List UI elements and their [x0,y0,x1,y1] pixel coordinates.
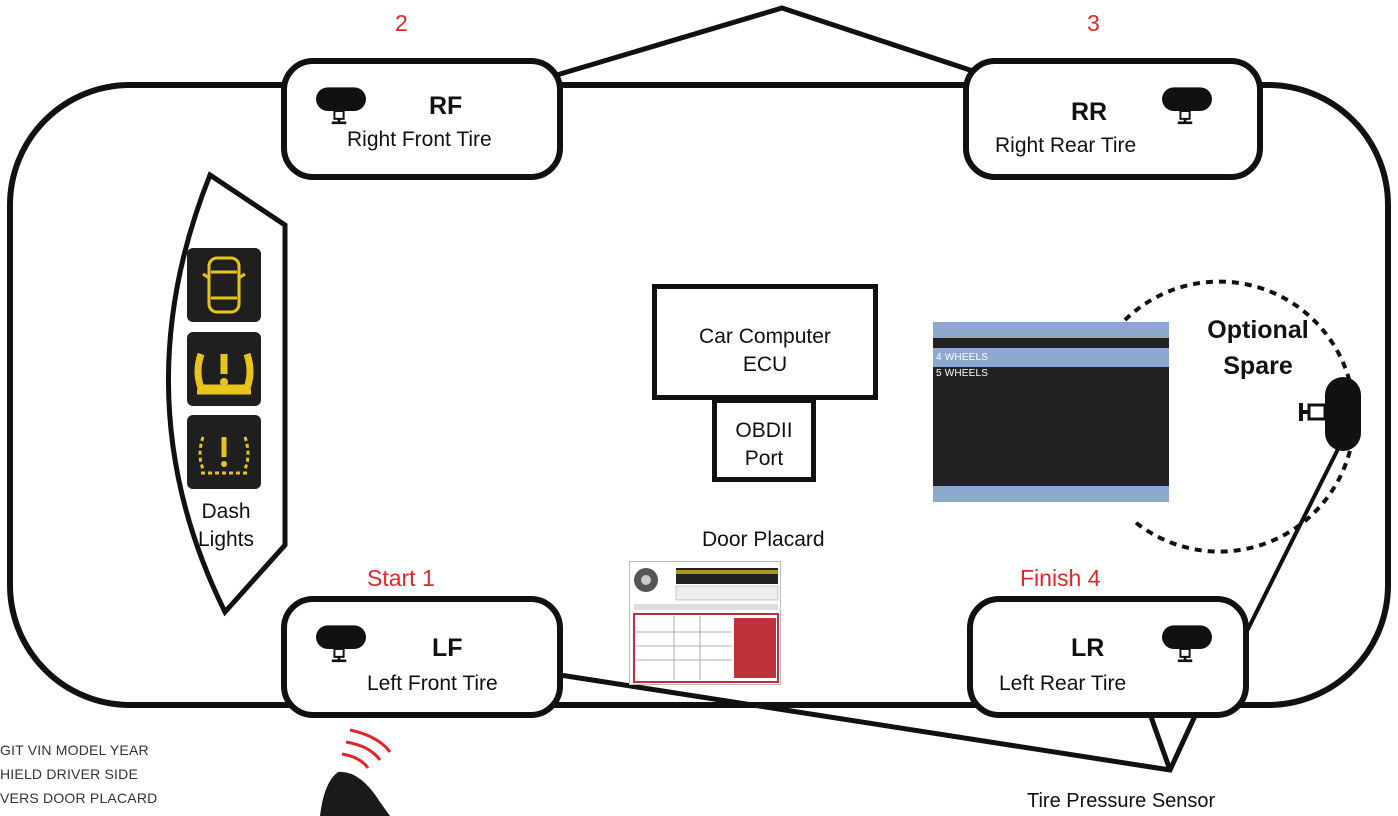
screen-header-bar [933,322,1169,338]
tire-code-lf: LF [432,634,463,662]
tire-pressure-sensor-label: Tire Pressure Sensor [1027,790,1216,812]
tire-box-lr: LR Left Rear Tire [967,596,1249,718]
spare-label: Optional Spare [1207,316,1309,380]
tire-sensor-icon [316,87,366,125]
screen-option-5-wheels[interactable]: 5 WHEELS [936,368,989,379]
screen-selected-row [933,348,1169,367]
car-body-outline [7,82,1391,708]
tire-name-lf: Left Front Tire [367,672,498,695]
connector-lines-top [539,5,986,83]
order-label-rr: 3 [1087,10,1100,36]
tire-sensor-icon [1162,625,1212,663]
tire-name-rr: Right Rear Tire [995,134,1137,157]
tire-box-rr: RR Right Rear Tire [963,58,1263,180]
tire-code-rf: RF [429,92,463,120]
tire-name-lr: Left Rear Tire [999,672,1127,695]
door-placard-image [629,561,781,685]
vin-note-line-3: VERS DOOR PLACARD [0,790,158,806]
obdii-port-box: OBDII Port [712,398,816,482]
order-label-lr: Finish 4 [1020,565,1101,591]
tire-code-lr: LR [1071,634,1105,662]
car-top-warning-icon [187,248,261,322]
screen-footer-bar [933,486,1169,502]
tire-sensor-icon [316,625,366,663]
spare-dashed-circle [1123,279,1357,554]
tire-code-rr: RR [1071,98,1108,126]
tpms-tool-signal [320,728,392,816]
tpms-tool-icon [320,771,390,816]
door-placard-title: Door Placard [702,528,825,551]
tire-name-rf: Right Front Tire [347,128,492,151]
screen-option-4-wheels[interactable]: 4 WHEELS [936,352,989,363]
ecu-box: Car Computer ECU [652,284,878,400]
dash-lights-label: Dash Lights [197,500,255,551]
tire-sensor-icon [1162,87,1212,125]
order-label-lf: Start 1 [367,565,435,591]
tire-box-rf: RF Right Front Tire [281,58,563,180]
spare-sensor-icon [1299,377,1361,451]
tpms-warning-icon [187,332,261,406]
tire-box-lf: LF Left Front Tire [281,596,563,718]
tpms-outline-warning-icon [187,415,261,489]
tool-screen: 4 WHEELS 5 WHEELS [933,322,1169,502]
order-label-rf: 2 [395,10,408,36]
vin-note-line-2: HIELD DRIVER SIDE [0,766,138,782]
vin-note-line-1: GIT VIN MODEL YEAR [0,742,149,758]
